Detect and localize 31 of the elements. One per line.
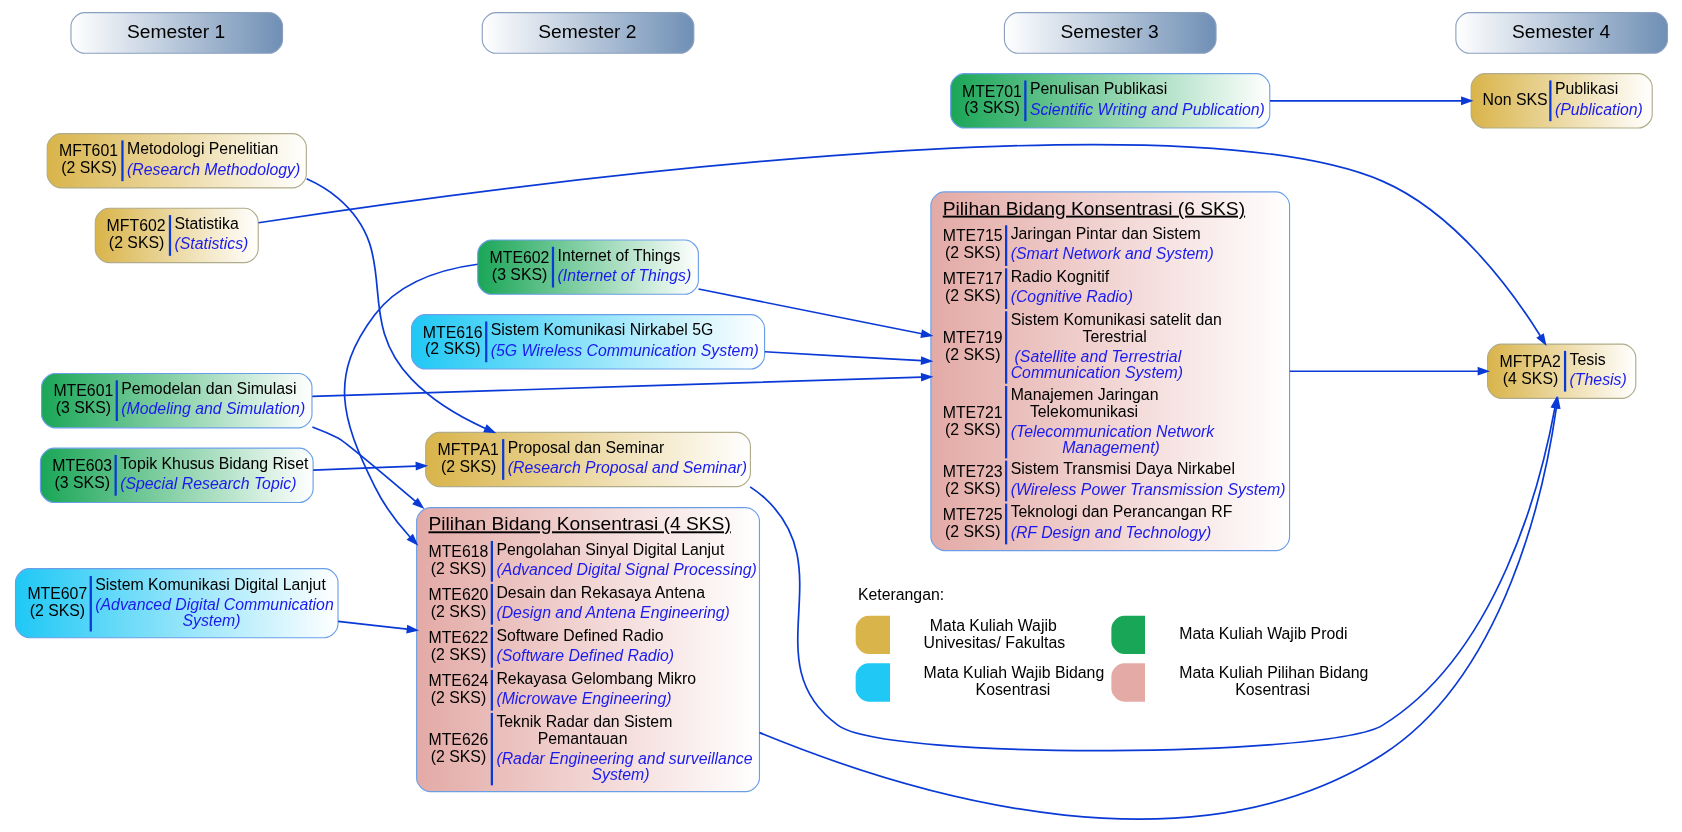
legend-label: Mata Kuliah Pilihan Bidang Kosentrasi [1178, 664, 1368, 699]
arrow [305, 177, 496, 434]
node-box: Pilihan Bidang Konsentrasi (4 SKS) MTE618 (2 SKS) Pengolahan Sinyal Digital Lanjut (Advanced Digital Signal Processing) MTE620 (2 SKS) Desain dan Rekasaya Antena (Design and Antena Engineering) MTE622 (2 SKS) Software Defined Radio (Software Defined Radio) MTE624 (2 SKS) Rekayasa Gelombang Mikro (Microwave Engineering) MTE626 (2 SKS) Teknik Radar dan Sistem Pemantauan (Radar Engineering and surveillance System) [415, 507, 760, 793]
arrow [697, 288, 933, 338]
node-box: Pilihan Bidang Konsentrasi (6 SKS) MTE715 (2 SKS) Jaringan Pintar dan Sistem (Smart Network and System) MTE717 (2 SKS) Radio Kognitif (Cognitive Radio) MTE719 (2 SKS) Sistem Komunikasi satelit dan Terestrial (Satellite and Terrestrial Communication System) MTE721 (2 SKS) Manajemen Jaringan Telekomunikasi (Telecommunication Network Management) MTE723 (2 SKS) Sistem Transmisi Daya Nirkabel (Wireless Power Transmission System) MTE725 (2 SKS) Teknologi dan Perancangan RF (RF Design and Technology) [929, 191, 1290, 552]
node-box: Semester 2 [481, 12, 694, 54]
node-box: Semester 3 [1003, 12, 1217, 54]
arrow [336, 620, 419, 634]
node-box: Semester 4 [1454, 12, 1668, 54]
node-box: MFT601 (2 SKS) Metodologi Penelitian (Research Methodology) [46, 133, 307, 189]
arrow [1288, 366, 1490, 376]
arrow [311, 461, 428, 471]
label: Keterangan: [857, 586, 944, 604]
arrow [257, 144, 1547, 347]
node-box: MTE701 (3 SKS) Penulisan Publikasi Scientific Writing and Publication) [949, 73, 1270, 129]
legend-label: Mata Kuliah Wajib Prodi [1178, 625, 1348, 643]
arrow [311, 426, 424, 510]
arrow [310, 372, 933, 398]
node-box: Semester 1 [69, 12, 283, 54]
node-box: MTE601 (3 SKS) Pemodelan dan Simulasi (Modeling and Simulation) [40, 372, 313, 429]
node-box: MTE603 (3 SKS) Topik Khusus Bidang Riset (Special Research Topic) [39, 447, 314, 504]
legend-label: Mata Kuliah Wajib Univesitas/ Fakultas [923, 616, 1065, 651]
node-box: MFT602 (2 SKS) Statistika (Statistics) [94, 207, 259, 264]
node-box: MTE616 (2 SKS) Sistem Komunikasi Nirkabel 5G (5G Wireless Communication System) [410, 314, 765, 370]
arrow [1268, 96, 1474, 106]
node-box: MTE602 (3 SKS) Internet of Things (Internet of Things) [476, 239, 699, 295]
legend-label: Mata Kuliah Wajib Bidang Kosentrasi [923, 664, 1104, 699]
arrow [343, 263, 478, 546]
node-box: MFTPA2 (4 SKS) Tesis (Thesis) [1486, 343, 1636, 399]
node-box: MFTPA1 (2 SKS) Proposal dan Seminar (Research Proposal and Seminar) [424, 431, 751, 488]
arrow [763, 350, 933, 365]
